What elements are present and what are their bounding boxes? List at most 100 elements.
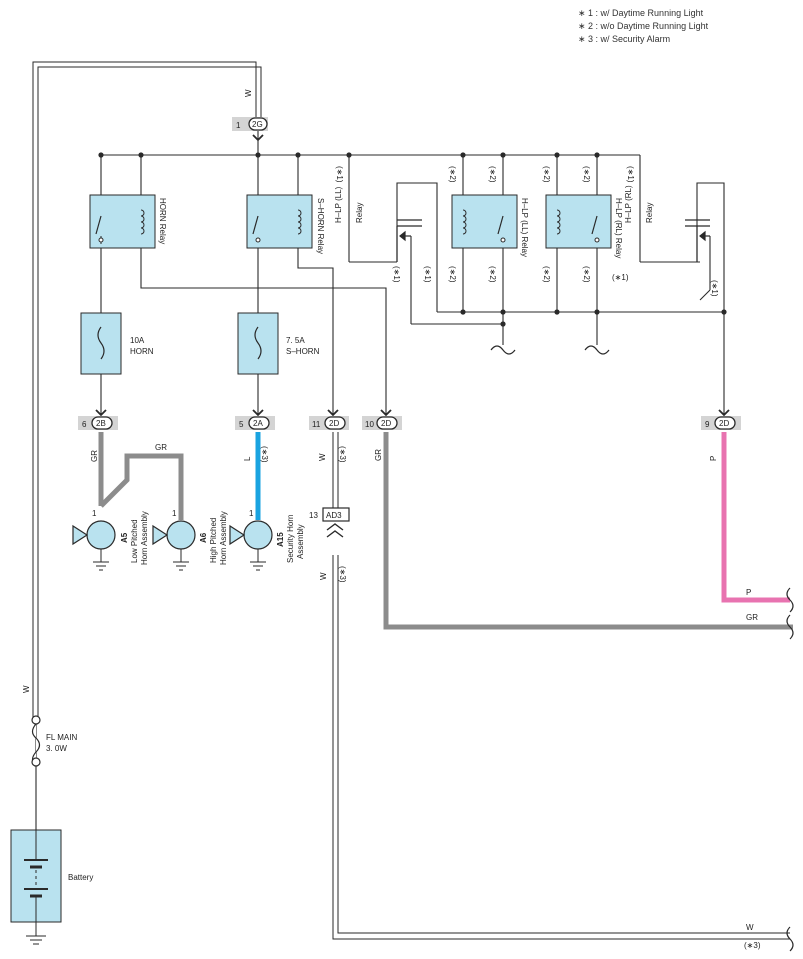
svg-text:6: 6 <box>82 420 87 429</box>
connector-2a: 5 2A <box>235 409 275 430</box>
svg-text:(∗3): (∗3) <box>338 566 347 583</box>
hlp-rl-small-label-2: Relay <box>645 203 654 223</box>
svg-text:Assembly: Assembly <box>296 524 305 559</box>
shorn-relay-label: S–HORN Relay <box>316 198 325 254</box>
svg-text:(∗2): (∗2) <box>582 166 591 183</box>
fuse-shorn-name: S–HORN <box>286 347 320 356</box>
fuse-shorn-amp: 7. 5A <box>286 336 305 345</box>
horn-relay-label: HORN Relay <box>158 198 167 244</box>
svg-text:W: W <box>319 572 328 580</box>
svg-text:9: 9 <box>705 420 710 429</box>
hlp-rl-small-label-1: H–LP (RL) <box>624 185 633 223</box>
svg-text:2D: 2D <box>719 419 729 428</box>
wire-breaks <box>490 345 794 952</box>
svg-text:Horn Assembly: Horn Assembly <box>140 511 149 565</box>
hlp-ll-main-relay: H–LP (LL) Relay <box>451 194 529 257</box>
svg-text:A15: A15 <box>276 532 285 547</box>
svg-text:AD3: AD3 <box>326 511 342 520</box>
svg-text:A5: A5 <box>120 532 129 543</box>
wire-color-labels: GR GR L W GR P W P GR W W <box>22 443 758 932</box>
svg-text:2D: 2D <box>381 419 391 428</box>
gray-wire-gr-10 <box>383 432 793 630</box>
horn-a15: 1 A15 Security Horn Assembly <box>229 509 305 571</box>
svg-text:(∗2): (∗2) <box>542 266 551 283</box>
svg-text:(∗3): (∗3) <box>260 446 269 463</box>
svg-text:1: 1 <box>92 509 97 518</box>
connector-2d-10: 10 2D <box>362 409 402 430</box>
connector-2g-pin: 1 <box>236 121 241 130</box>
svg-text:2D: 2D <box>329 419 339 428</box>
variant-markers: (∗1) (∗2) (∗2) (∗2) (∗2) (∗1) (∗1) (∗1) … <box>260 166 761 950</box>
svg-text:(∗3): (∗3) <box>338 446 347 463</box>
svg-text:W: W <box>746 923 754 932</box>
svg-text:1: 1 <box>172 509 177 518</box>
svg-text:2B: 2B <box>96 419 106 428</box>
fuse-shorn: 7. 5A S–HORN <box>237 312 320 375</box>
svg-text:L: L <box>243 456 252 461</box>
svg-text:Horn Assembly: Horn Assembly <box>219 511 228 565</box>
svg-text:W: W <box>318 453 327 461</box>
shorn-relay: S–HORN Relay <box>246 194 325 254</box>
note-3: ∗ 3 : w/ Security Alarm <box>578 34 671 44</box>
horn-a5: 1 A5 Low Pitched Horn Assembly <box>72 509 149 571</box>
svg-text:(∗1): (∗1) <box>423 266 432 283</box>
connector-2b: 6 2B <box>78 409 118 430</box>
hlp-ll-small-label-1: H–LP (LL) <box>334 186 343 223</box>
svg-text:Security Horn: Security Horn <box>286 515 295 563</box>
svg-text:(∗3): (∗3) <box>744 941 761 950</box>
svg-text:P: P <box>746 588 751 597</box>
fuse-horn-name: HORN <box>130 347 154 356</box>
svg-text:1: 1 <box>249 509 254 518</box>
thin-wires <box>100 131 725 414</box>
hlp-rl-main-label: H–LP (RL) Relay <box>614 198 623 258</box>
junction-dots <box>98 152 727 327</box>
hlp-rl-main-relay: H–LP (RL) Relay <box>545 194 623 258</box>
svg-text:2A: 2A <box>253 419 263 428</box>
horn-relay: HORN Relay <box>89 194 167 249</box>
svg-text:(∗2): (∗2) <box>448 266 457 283</box>
svg-text:5: 5 <box>239 420 244 429</box>
svg-text:GR: GR <box>746 613 758 622</box>
svg-text:(∗2): (∗2) <box>448 166 457 183</box>
svg-text:Low Pitched: Low Pitched <box>130 519 139 563</box>
svg-text:13: 13 <box>309 511 318 520</box>
svg-text:(∗2): (∗2) <box>582 266 591 283</box>
hlp-ll-main-label: H–LP (LL) Relay <box>520 198 529 257</box>
battery-label: Battery <box>68 873 93 882</box>
connector-ad3: 13 AD3 <box>309 507 350 538</box>
svg-text:3. 0W: 3. 0W <box>46 744 67 753</box>
svg-text:(∗1): (∗1) <box>392 266 401 283</box>
connector-2d-9: 9 2D <box>701 409 741 430</box>
connector-2d-11: 11 2D <box>309 409 349 430</box>
svg-text:FL MAIN: FL MAIN <box>46 733 77 742</box>
hlp-ll-small-label-2: Relay <box>355 203 364 223</box>
fuse-horn-amp: 10A <box>130 336 145 345</box>
hlp-rl-small-relay <box>685 219 710 262</box>
svg-text:(∗2): (∗2) <box>542 166 551 183</box>
svg-text:GR: GR <box>155 443 167 452</box>
fuse-horn: 10A HORN <box>80 312 154 375</box>
svg-text:(∗1): (∗1) <box>612 273 629 282</box>
svg-text:(∗2): (∗2) <box>488 166 497 183</box>
svg-text:W: W <box>22 685 31 693</box>
svg-text:(∗1): (∗1) <box>710 280 719 297</box>
legend-notes: ∗ 1 : w/ Daytime Running Light ∗ 2 : w/o… <box>578 7 708 46</box>
note-2: ∗ 2 : w/o Daytime Running Light <box>578 21 709 31</box>
svg-text:(∗2): (∗2) <box>488 266 497 283</box>
svg-text:A6: A6 <box>199 532 208 543</box>
svg-text:(∗1): (∗1) <box>335 166 344 183</box>
svg-text:GR: GR <box>90 450 99 462</box>
svg-text:High Pitched: High Pitched <box>209 518 218 563</box>
wire-color-w-top: W <box>244 89 253 97</box>
w-wire-ad3-bottom <box>332 432 790 940</box>
w-wire-battery-loop <box>32 61 262 720</box>
hlp-ll-small-relay <box>396 219 422 262</box>
svg-text:(∗1): (∗1) <box>626 166 635 183</box>
pink-wire-p-9 <box>721 432 790 603</box>
svg-text:11: 11 <box>312 420 321 429</box>
svg-text:GR: GR <box>374 449 383 461</box>
connector-2g: W 1 2G <box>232 89 268 142</box>
connector-2g-id: 2G <box>252 120 263 129</box>
svg-text:10: 10 <box>365 420 374 429</box>
